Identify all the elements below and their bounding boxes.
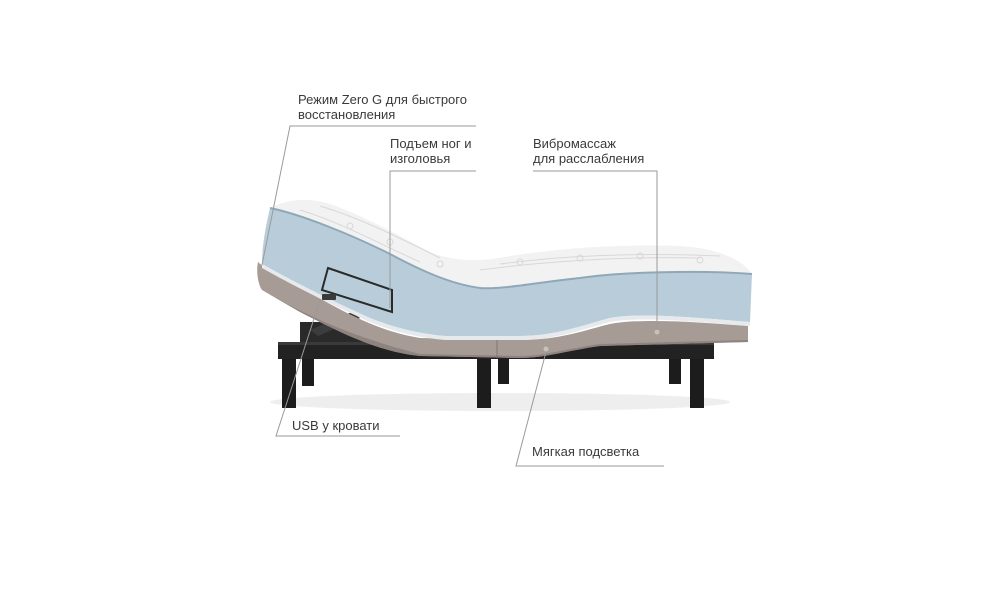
mattress-top: [270, 199, 752, 289]
mattress-side: [262, 208, 752, 336]
frame-leg: [498, 356, 509, 384]
leader-light: [515, 351, 664, 467]
usb-port: [322, 294, 336, 300]
vibro-motor-dot: [654, 329, 660, 335]
leader-usb: [275, 299, 400, 437]
frame-leg: [282, 356, 296, 408]
floor-shadow: [270, 393, 730, 411]
leader-lines: [261, 125, 664, 467]
quilting-pattern: [299, 205, 721, 271]
frame-leg: [669, 356, 681, 384]
feature-usb-label: USB у кровати: [292, 418, 380, 433]
frame-leg: [302, 356, 314, 386]
light-dot: [543, 346, 549, 352]
leader-vibro: [533, 170, 658, 330]
feature-light-label: Мягкая подсветка: [532, 444, 640, 459]
frame-leg: [477, 356, 491, 408]
leader-lift: [389, 170, 476, 308]
frame-leg: [690, 356, 704, 408]
bed-base-fabric: [257, 262, 748, 358]
mattress-piping: [269, 207, 753, 290]
feature-vibro-label: Вибромассаж для расслабления: [533, 136, 645, 166]
leader-zero-g: [261, 125, 476, 266]
feature-zero-g-label: Режим Zero G для быстрого восстановления: [298, 92, 467, 122]
remote-holder-bracket: [320, 266, 393, 314]
feature-lift-label: Подъем ног и изголовья: [390, 136, 472, 166]
